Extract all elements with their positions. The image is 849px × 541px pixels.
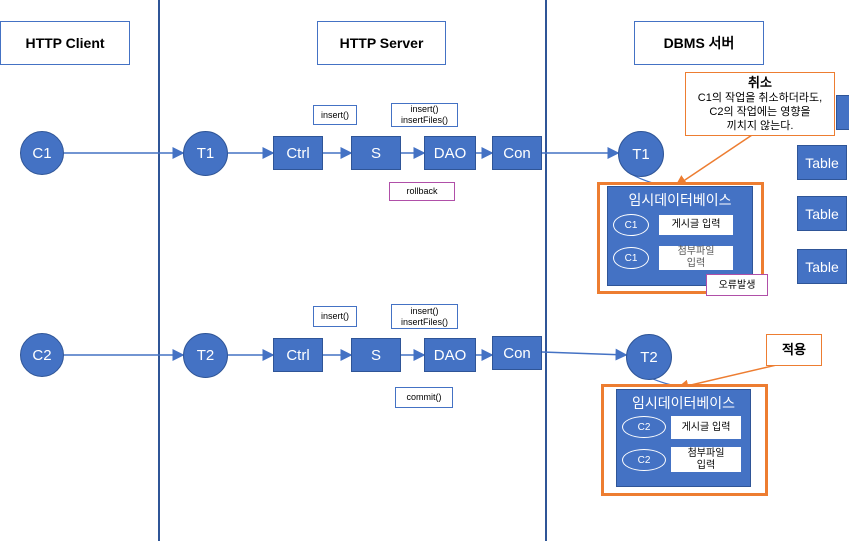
dao-insert-note-1: insert() insertFiles() <box>391 103 458 127</box>
attachment-line1: 첨부파일 <box>687 447 725 459</box>
controller-box-2: Ctrl <box>273 338 323 372</box>
flow2-arrows <box>64 348 628 361</box>
cancel-callout-line3: 끼치지 않는다. <box>726 120 794 132</box>
client-c1-node: C1 <box>20 131 64 175</box>
service-insert-note-2: insert() <box>313 306 357 327</box>
connection-box-1: Con <box>492 136 542 170</box>
header-dbms-server: DBMS 서버 <box>634 21 764 65</box>
table-box-3: Table <box>797 249 847 284</box>
service-insert-note-1: insert() <box>313 105 357 125</box>
commit-note: commit() <box>395 387 453 408</box>
apply-callout-pointer <box>676 362 786 392</box>
apply-callout-title: 적용 <box>782 342 806 357</box>
cancel-callout: 취소 C1의 작업을 취소하더라도, C2의 작업에는 영향을 끼치지 않는다. <box>685 72 835 136</box>
error-note: 오류발생 <box>706 274 768 296</box>
cancel-callout-title: 취소 <box>748 75 772 90</box>
client-c2-node: C2 <box>20 333 64 377</box>
table-box-2: Table <box>797 196 847 231</box>
tempdb2-attachment-entry: 첨부파일 입력 <box>670 446 742 473</box>
db-thread-t1-node: T1 <box>618 131 664 177</box>
attachment-line2: 입력 <box>686 258 706 269</box>
cancel-callout-line2: C2의 작업에는 영향을 <box>709 106 811 118</box>
connection-box-2: Con <box>492 336 542 370</box>
dao-note-line2: insertFiles() <box>400 115 448 125</box>
tempdb2-row1-client-oval: C2 <box>622 416 666 438</box>
dao-box-2: DAO <box>424 338 476 372</box>
dao-note-line1: insert() <box>410 104 439 114</box>
table-box-partial <box>836 95 849 130</box>
controller-box-1: Ctrl <box>273 136 323 170</box>
tempdb1-row2-client-oval: C1 <box>613 247 649 269</box>
table-box-1: Table <box>797 145 847 180</box>
tempdb1-container: 임시데이터베이스 <box>607 186 753 286</box>
service-box-1: S <box>351 136 401 170</box>
rollback-note: rollback <box>389 182 455 201</box>
dao-note-line1: insert() <box>410 305 439 316</box>
dao-insert-note-2: insert() insertFiles() <box>391 304 458 329</box>
tempdb2-title: 임시데이터베이스 <box>631 395 736 411</box>
tempdb1-post-entry: 게시글 입력 <box>658 214 734 236</box>
thread-t1-node: T1 <box>183 131 228 176</box>
dao-box-1: DAO <box>424 136 476 170</box>
cancel-callout-pointer <box>674 132 756 187</box>
service-box-2: S <box>351 338 401 372</box>
apply-callout: 적용 <box>766 334 822 366</box>
tempdb1-attachment-entry: 첨부파일 입력 <box>658 245 734 271</box>
header-http-client: HTTP Client <box>0 21 130 65</box>
tempdb2-post-entry: 게시글 입력 <box>670 415 742 440</box>
dao-note-line2: insertFiles() <box>400 316 448 327</box>
thread-t2-node: T2 <box>183 333 228 378</box>
tempdb2-row2-client-oval: C2 <box>622 449 666 471</box>
tempdb1-row1-client-oval: C1 <box>613 214 649 236</box>
db-thread-t2-node: T2 <box>626 334 672 380</box>
header-http-server: HTTP Server <box>317 21 446 65</box>
tempdb1-title: 임시데이터베이스 <box>628 192 732 208</box>
cancel-callout-line1: C1의 작업을 취소하더라도, <box>697 92 823 104</box>
attachment-line1: 첨부파일 <box>677 246 715 257</box>
attachment-line2: 입력 <box>696 459 716 471</box>
